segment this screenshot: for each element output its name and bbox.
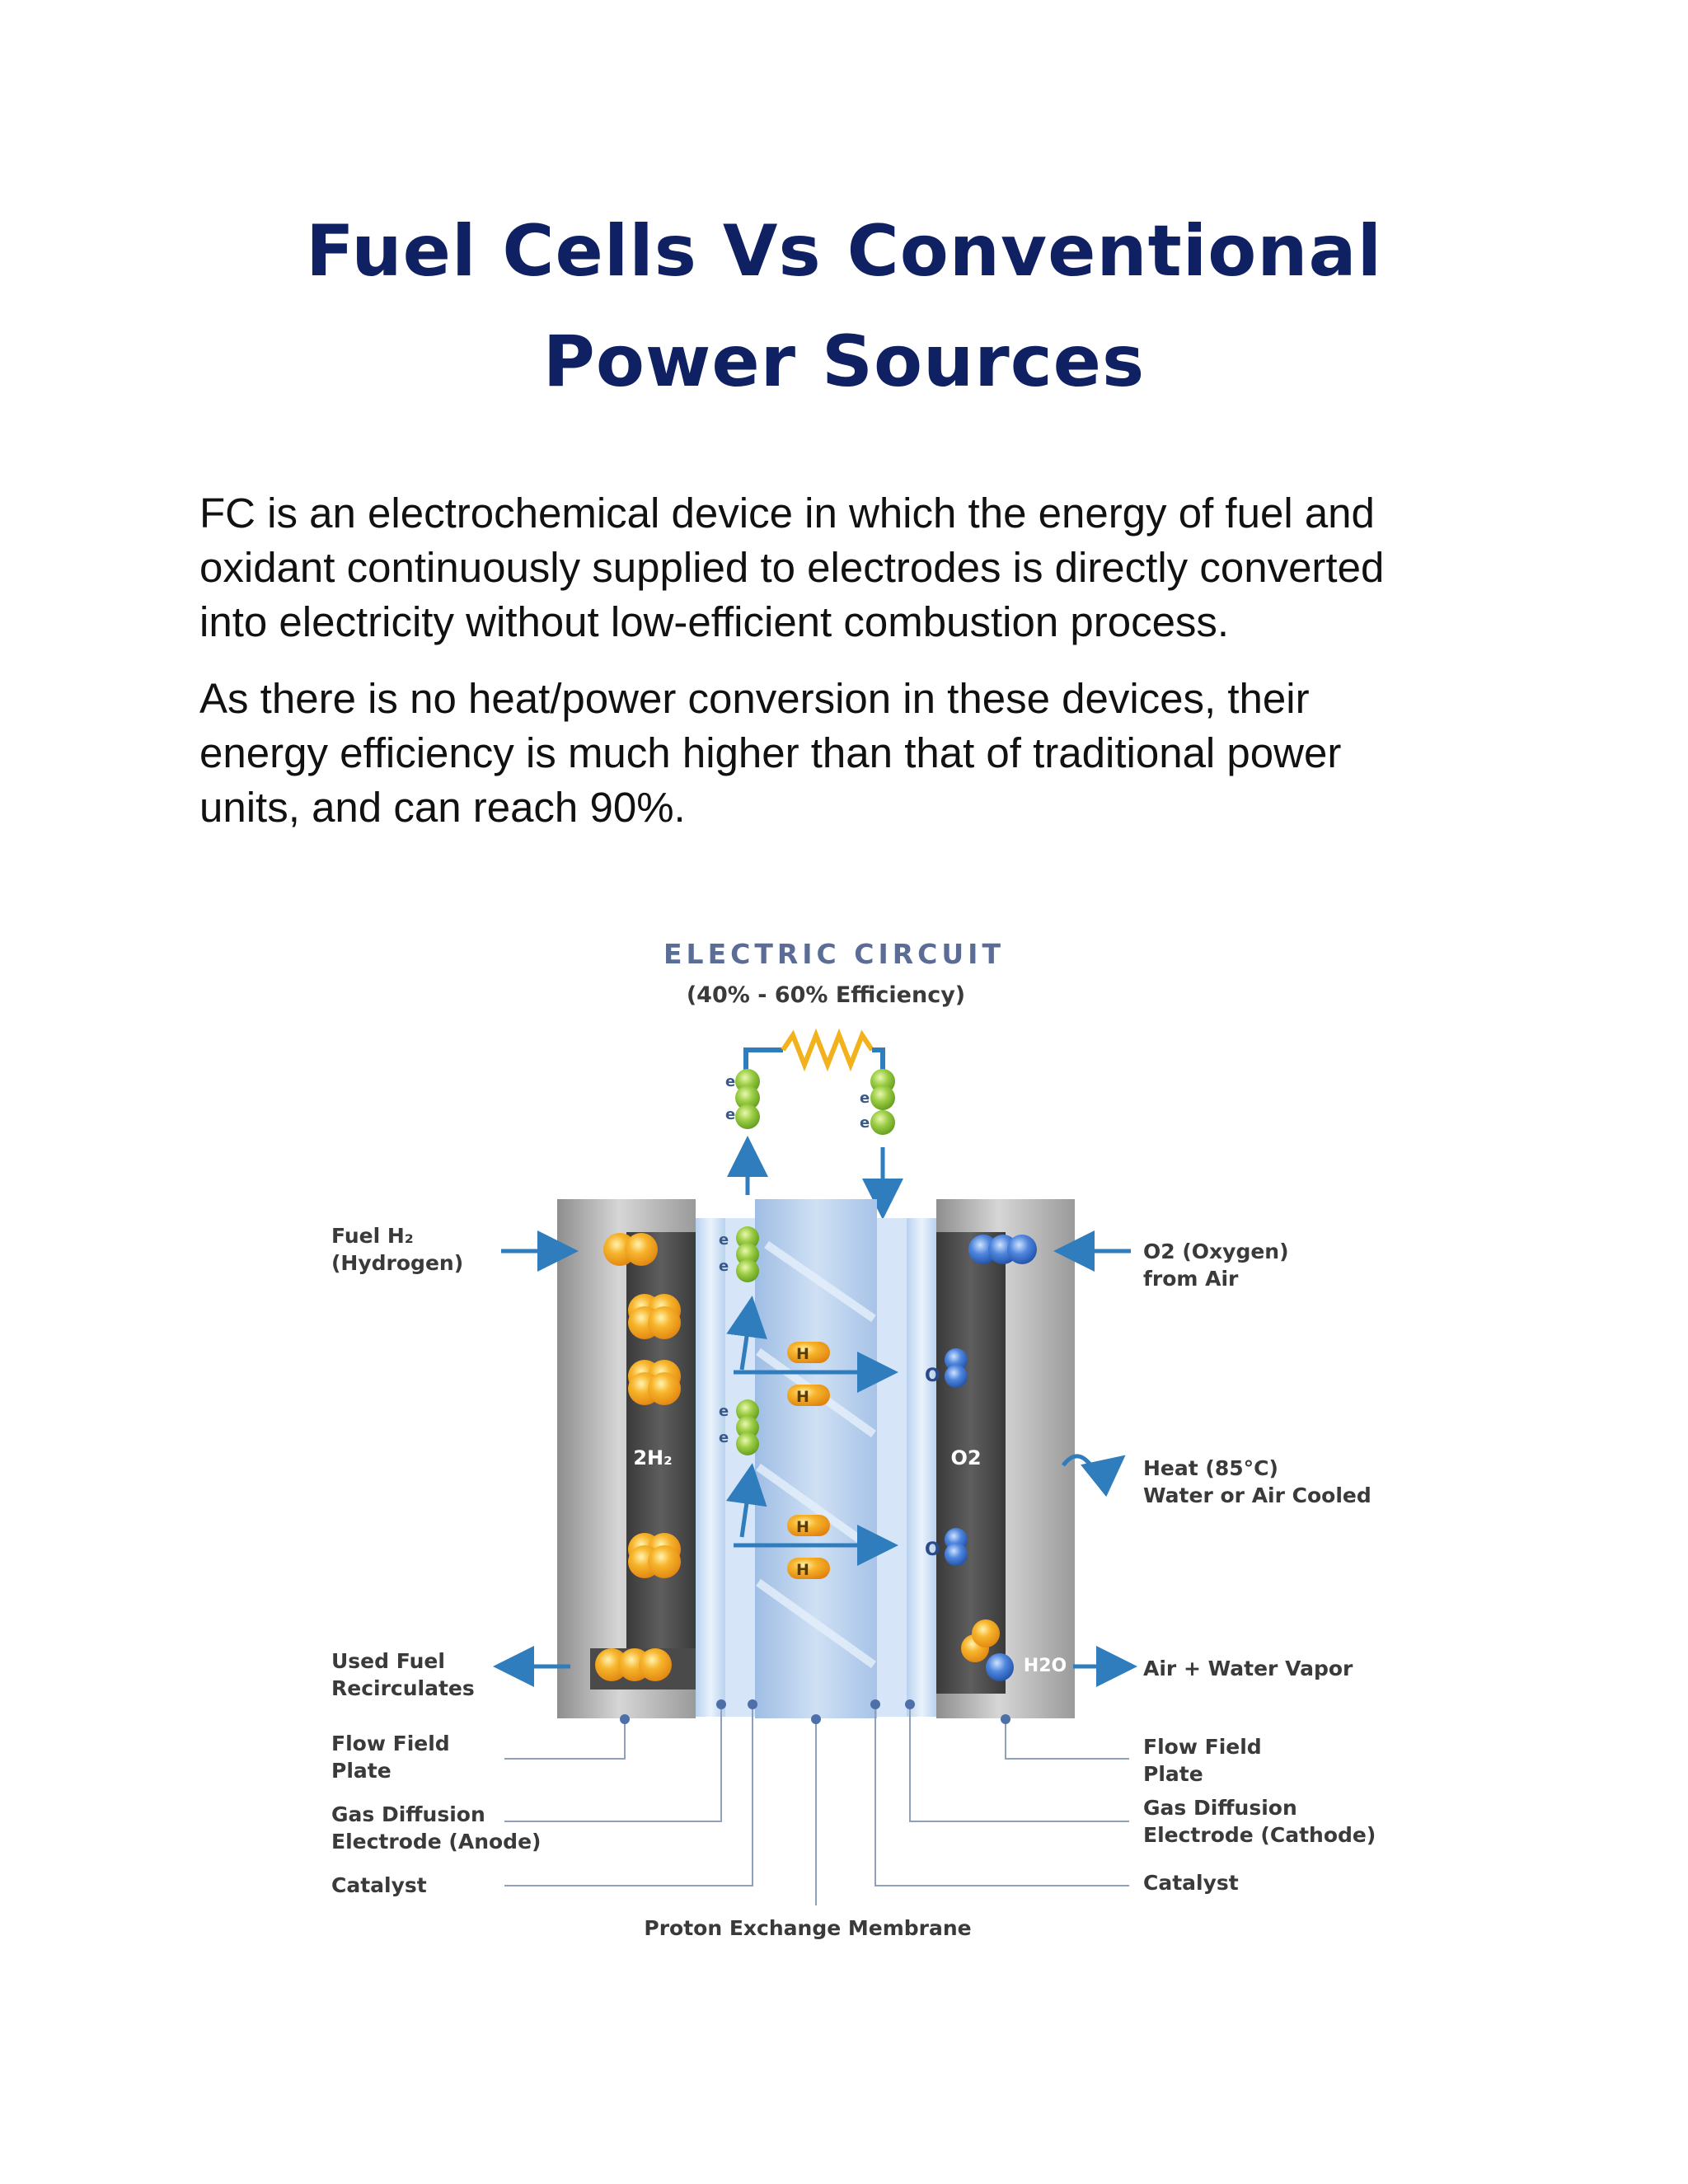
electron-label: e — [719, 1429, 729, 1446]
electron-label: e — [725, 1106, 735, 1123]
electron-label: e — [719, 1403, 729, 1420]
electron-arrow-up-1 — [726, 1296, 767, 1371]
cathode-gas-diffusion — [907, 1218, 936, 1717]
resistor — [781, 1028, 874, 1072]
hydrogen-molecules — [595, 1233, 681, 1681]
electron-pair-top-left: e e — [725, 1069, 760, 1129]
protons: H H H H — [787, 1342, 830, 1579]
electron-label: e — [860, 1114, 870, 1132]
paragraph-line: into electricity without low-efficient c… — [199, 598, 1230, 645]
label-proton-exchange-membrane: Proton Exchange Membrane — [644, 1916, 971, 1940]
label-flow-field-right: Flow Field — [1143, 1735, 1262, 1759]
label-o2-oxygen: O2 (Oxygen) — [1143, 1240, 1289, 1263]
fuel-cell-diagram: ELECTRIC CIRCUIT (40% - 60% Efficiency) … — [0, 890, 1688, 1986]
electron-label: e — [725, 1073, 735, 1090]
label-catalyst-right: Catalyst — [1143, 1871, 1239, 1895]
electron-label: e — [719, 1258, 729, 1275]
paragraph-line: As there is no heat/power conversion in … — [199, 675, 1310, 722]
electron-label: e — [719, 1231, 729, 1249]
membrane-stripes — [756, 1240, 876, 1669]
circuit-subtitle: (40% - 60% Efficiency) — [687, 982, 965, 1008]
proton-label: H — [796, 1518, 809, 1536]
label-catalyst-left: Catalyst — [331, 1873, 427, 1897]
leader-dots — [620, 1699, 1010, 1724]
paragraph-line: units, and can reach 90%. — [199, 784, 686, 831]
paragraph-line: FC is an electrochemical device in which… — [199, 490, 1375, 537]
proton-label: H — [796, 1345, 809, 1363]
paragraph-2: As there is no heat/power conversion in … — [199, 672, 1518, 835]
fuel-cell-diagram-svg: ELECTRIC CIRCUIT (40% - 60% Efficiency) … — [331, 938, 1376, 1940]
label-from-air: from Air — [1143, 1267, 1239, 1291]
proton-exchange-membrane — [755, 1199, 877, 1718]
electron-pair-top-right: e e — [860, 1069, 895, 1135]
leader-lines — [504, 1704, 1129, 1905]
label-gas-diffusion-right: Gas Diffusion — [1143, 1796, 1297, 1820]
label-plate-right: Plate — [1143, 1762, 1203, 1786]
label-used-fuel: Used Fuel — [331, 1649, 445, 1673]
water-molecule — [961, 1619, 1014, 1681]
paragraph-line: oxidant continuously supplied to electro… — [199, 544, 1385, 591]
anode-catalyst — [725, 1218, 755, 1717]
page-title: Fuel Cells Vs Conventional Power Sources — [0, 196, 1688, 417]
electron-arrow-up-2 — [726, 1463, 767, 1538]
paragraph-1: FC is an electrochemical device in which… — [199, 486, 1518, 649]
oxygen-label: O — [925, 1540, 940, 1560]
water-label: H2O — [1024, 1656, 1067, 1676]
label-heat: Heat (85°C) — [1143, 1456, 1278, 1480]
label-plate-left: Plate — [331, 1759, 392, 1783]
anode-gas-diffusion — [696, 1218, 725, 1717]
label-recirculates: Recirculates — [331, 1676, 475, 1700]
cathode-gas-label: O2 — [950, 1446, 981, 1469]
label-hydrogen: (Hydrogen) — [331, 1251, 463, 1275]
circuit-title: ELECTRIC CIRCUIT — [663, 938, 1005, 970]
oxygen-label: O — [925, 1366, 940, 1386]
proton-label: H — [796, 1561, 809, 1579]
oxygen-atoms: O O — [925, 1235, 1037, 1566]
anode-gas-label: 2H₂ — [633, 1446, 672, 1469]
label-air-water-vapor: Air + Water Vapor — [1143, 1657, 1353, 1680]
paragraph-line: energy efficiency is much higher than th… — [199, 729, 1342, 776]
label-gas-diffusion-left: Gas Diffusion — [331, 1802, 485, 1826]
label-electrode-cathode: Electrode (Cathode) — [1143, 1823, 1376, 1847]
label-flow-field-left: Flow Field — [331, 1732, 450, 1755]
title-line-2: Power Sources — [542, 321, 1146, 403]
label-fuel-h2: Fuel H₂ — [331, 1224, 414, 1248]
label-cooled: Water or Air Cooled — [1143, 1483, 1372, 1507]
heat-arrow — [1062, 1454, 1126, 1497]
cathode-catalyst — [877, 1218, 907, 1717]
cathode-channel — [936, 1232, 1006, 1694]
electrons-anode: e e e e — [719, 1226, 759, 1455]
label-electrode-anode: Electrode (Anode) — [331, 1830, 541, 1854]
title-line-1: Fuel Cells Vs Conventional — [305, 210, 1383, 293]
proton-label: H — [796, 1388, 809, 1406]
electron-label: e — [860, 1090, 870, 1107]
